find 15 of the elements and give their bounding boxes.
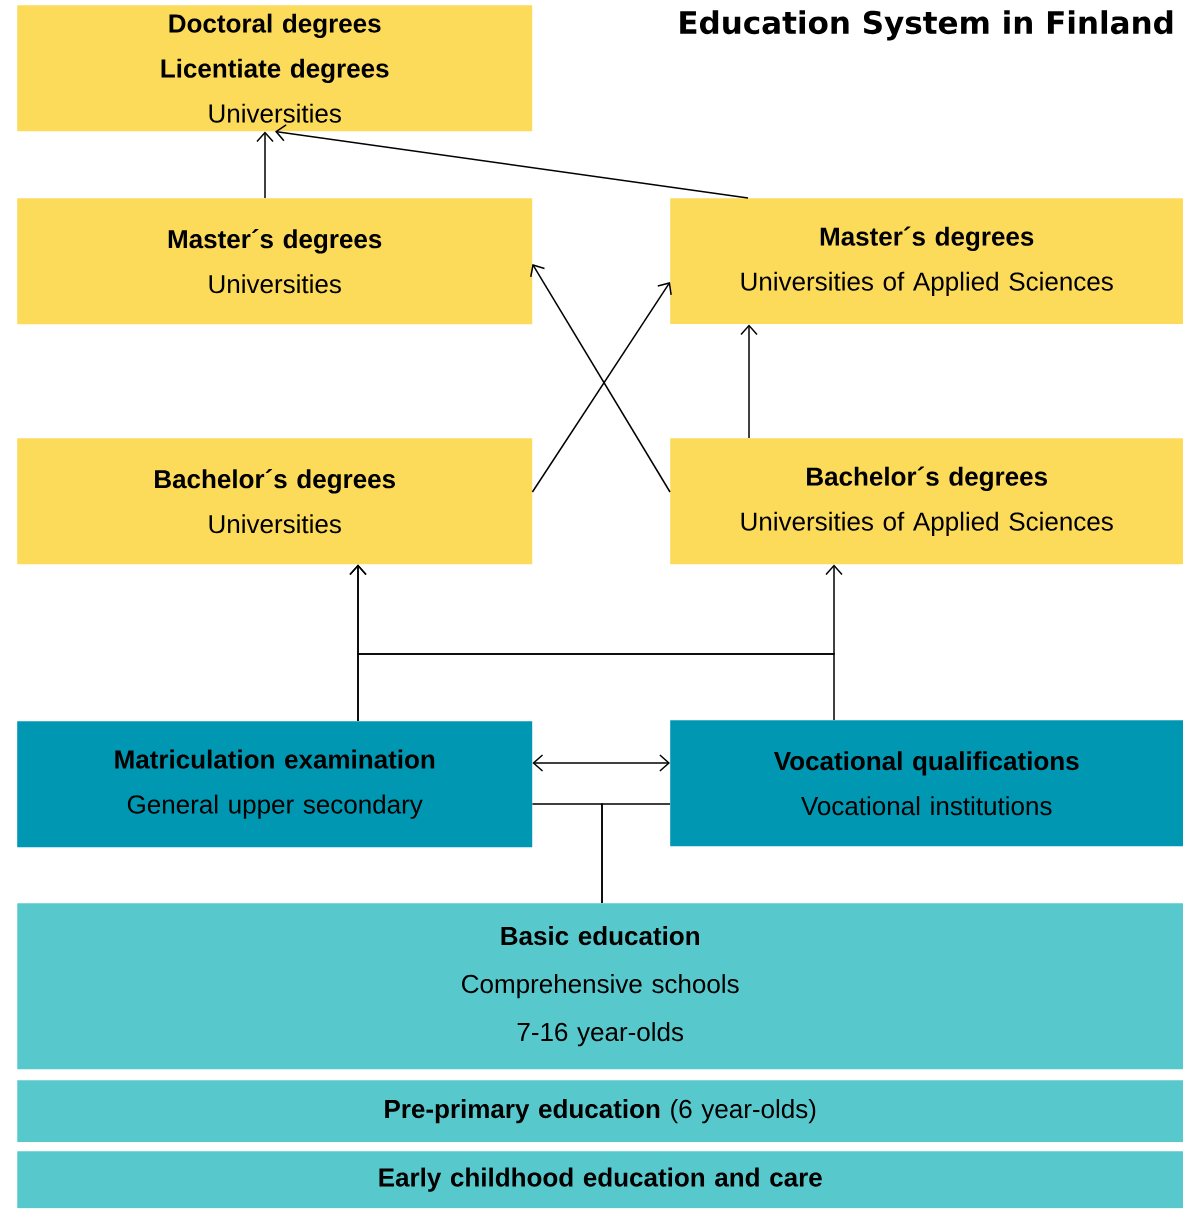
arrow: [532, 754, 670, 772]
degree-box: Bachelor´s degrees Universities: [17, 438, 533, 565]
degree-box: Bachelor´s degrees Universities of Applied Sciences: [670, 438, 1183, 565]
arrow: [740, 324, 758, 439]
arrow: [256, 131, 274, 199]
qualification-box: Matriculation examination General upper secondary: [17, 721, 533, 848]
qualification-box: Vocational qualifications Vocational institutions: [670, 720, 1183, 847]
arrow: [275, 124, 749, 199]
degree-box: Master´s degrees Universities of Applied Sciences: [670, 198, 1183, 325]
school-band: Early childhood education and care: [17, 1151, 1183, 1209]
title: Education System in Finland: [680, 10, 1173, 41]
degree-box: Master´s degrees Universities: [17, 198, 533, 325]
school-band: Basic education Comprehensive schools 7-16 year-olds: [17, 903, 1183, 1070]
school-band: Pre-primary education (6 year-olds): [17, 1080, 1183, 1143]
degree-box: Doctoral degrees Licentiate degrees Universities: [17, 5, 533, 132]
